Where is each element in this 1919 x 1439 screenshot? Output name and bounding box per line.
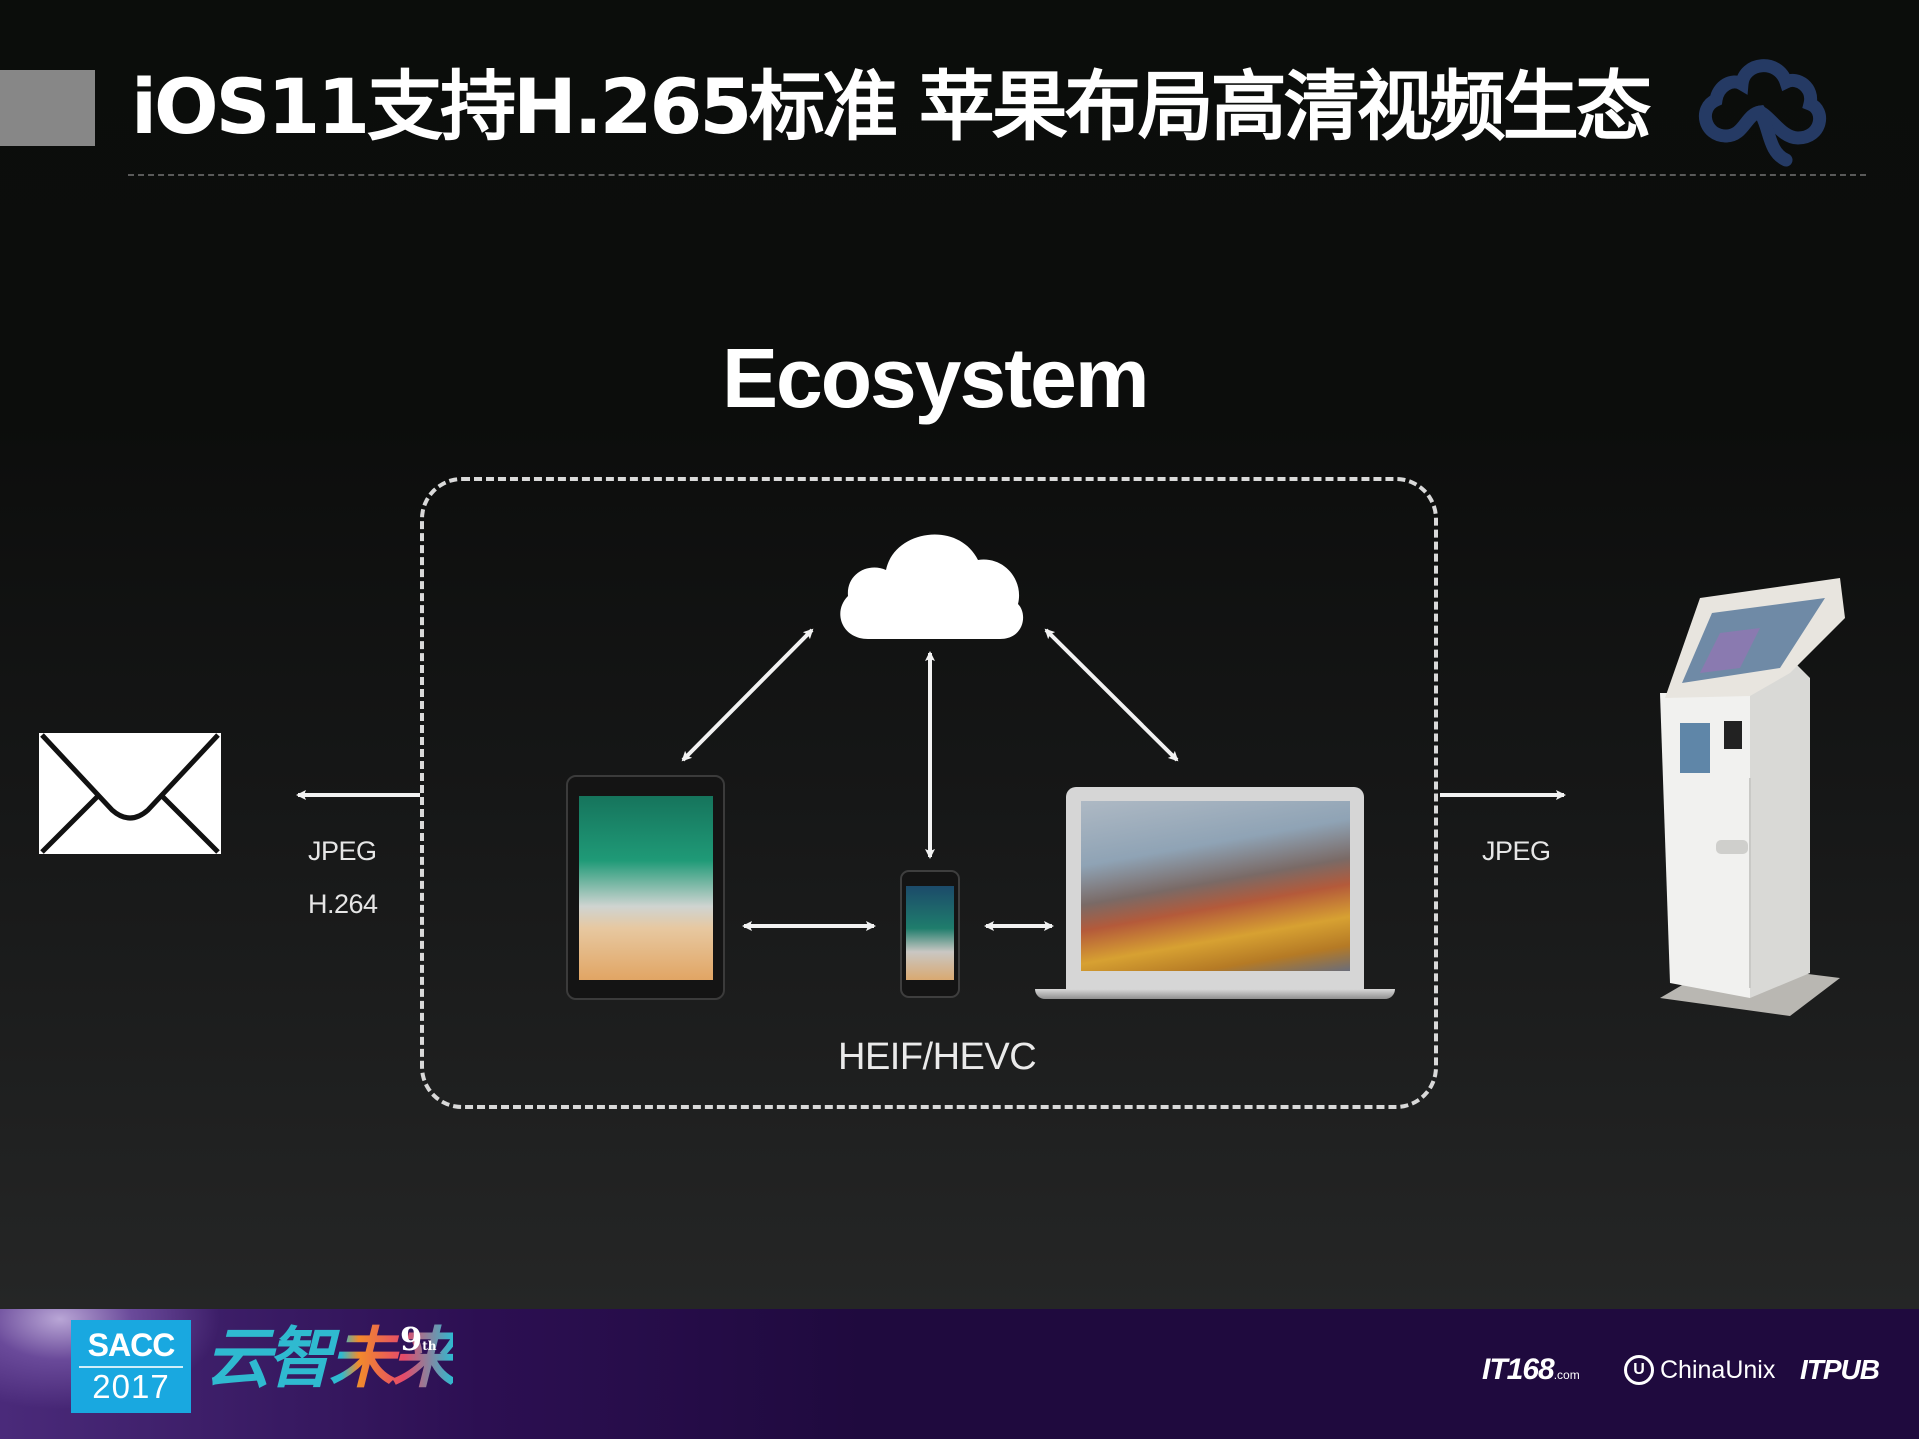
partner-chinaunix-name: ChinaUnix bbox=[1660, 1356, 1776, 1384]
title-accent-block bbox=[0, 70, 95, 146]
partner-logo-it168: IT168.com bbox=[1482, 1348, 1580, 1397]
conference-footer bbox=[0, 1309, 1919, 1439]
edition-digit: 9 bbox=[400, 1320, 423, 1358]
edition-suffix: th bbox=[422, 1339, 437, 1353]
ipad-icon bbox=[566, 775, 725, 1000]
partner-it168-suffix: .com bbox=[1553, 1368, 1580, 1382]
cloud-loop-logo-icon bbox=[1699, 59, 1826, 167]
arrow-cloud-macbook bbox=[1044, 628, 1179, 762]
left-format-h264: H.264 bbox=[308, 889, 378, 919]
edition-number: 9th bbox=[400, 1322, 437, 1363]
left-format-jpeg: JPEG bbox=[308, 836, 377, 866]
arrow-cloud-ipad bbox=[681, 628, 814, 762]
macbook-screen bbox=[1081, 801, 1350, 971]
ecosystem-heading: Ecosystem bbox=[722, 331, 1150, 425]
sacc-badge-year: 2017 bbox=[92, 1368, 170, 1405]
sacc-badge: SACC 2017 bbox=[71, 1320, 191, 1413]
partner-it168-name: IT168 bbox=[1482, 1353, 1555, 1386]
ipad-screen bbox=[579, 796, 713, 980]
partner-logo-itpub: ITPUB bbox=[1800, 1354, 1880, 1385]
sacc-badge-title: SACC bbox=[87, 1327, 176, 1363]
chinaunix-u-icon: U bbox=[1624, 1355, 1654, 1385]
cloud-icon bbox=[840, 534, 1024, 639]
macbook-icon bbox=[1066, 787, 1364, 993]
inner-format-label: HEIF/HEVC bbox=[838, 1036, 1037, 1078]
sacc-badge-divider bbox=[79, 1366, 183, 1368]
right-format-jpeg: JPEG bbox=[1482, 836, 1551, 866]
iphone-screen bbox=[906, 886, 954, 980]
partner-logo-chinaunix: U ChinaUnix bbox=[1624, 1348, 1775, 1392]
macbook-base bbox=[1035, 989, 1395, 999]
iphone-icon bbox=[900, 870, 960, 998]
title-divider bbox=[128, 174, 1866, 176]
ecosystem-boundary bbox=[420, 477, 1438, 1109]
conference-slogan: 云智未来 bbox=[205, 1319, 457, 1397]
envelope-icon bbox=[39, 733, 221, 854]
slide-title: iOS11支持H.265标准 苹果布局高清视频生态 bbox=[131, 62, 1652, 151]
kiosk-terminal-icon bbox=[1660, 578, 1845, 1016]
